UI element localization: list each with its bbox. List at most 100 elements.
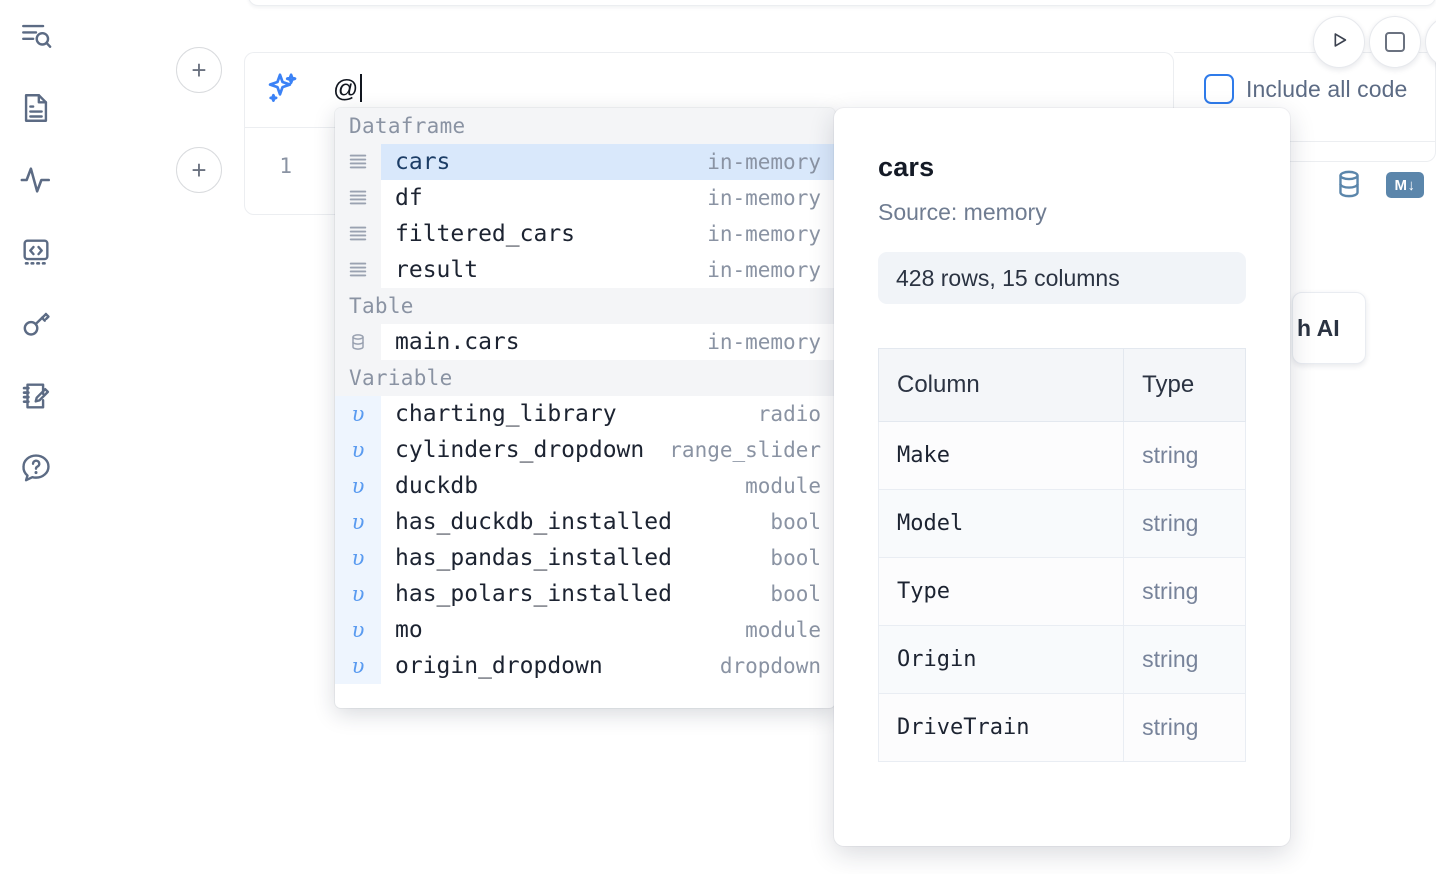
ai-prompt-value: @ — [333, 75, 359, 103]
variable-icon: υ — [335, 432, 381, 468]
include-all-code-control[interactable]: Include all code — [1204, 74, 1407, 104]
add-cell-above-button[interactable]: + — [176, 47, 222, 93]
notebook-pencil-icon — [19, 379, 53, 413]
add-cell-below-button[interactable]: + — [176, 147, 222, 193]
autocomplete-group-header: Dataframe — [335, 108, 835, 144]
left-icon-rail — [0, 0, 72, 874]
table-database-icon — [335, 324, 381, 360]
schema-column-type: string — [1123, 557, 1246, 626]
autocomplete-item-name: cylinders_dropdown — [395, 437, 645, 463]
cell-above-edge — [248, 0, 1436, 6]
variable-icon: υ — [335, 648, 381, 684]
dataframe-icon — [335, 252, 381, 288]
activity-pulse-icon — [19, 163, 53, 197]
dataframe-icon — [335, 144, 381, 180]
sidebar-item-activity[interactable] — [14, 158, 58, 202]
file-explorer-search-icon — [19, 19, 53, 53]
autocomplete-item[interactable]: cars in-memory — [335, 144, 835, 180]
schema-column-name: Model — [877, 489, 1125, 558]
generate-with-ai-label: h AI — [1297, 314, 1340, 341]
variable-icon: υ — [335, 576, 381, 612]
variable-icon: υ — [335, 468, 381, 504]
schema-column-name: Type — [877, 557, 1125, 626]
ai-prompt-input[interactable]: @ — [333, 72, 362, 106]
play-triangle-icon — [1328, 29, 1350, 56]
autocomplete-item-name: origin_dropdown — [395, 653, 603, 679]
autocomplete-item-type: in-memory — [707, 150, 821, 174]
line-number: 1 — [279, 154, 292, 178]
autocomplete-item-type: in-memory — [707, 222, 821, 246]
autocomplete-item[interactable]: main.cars in-memory — [335, 324, 835, 360]
include-all-code-checkbox[interactable] — [1204, 74, 1234, 104]
help-chat-icon — [19, 451, 53, 485]
markdown-badge[interactable]: M↓ — [1386, 172, 1424, 198]
variable-icon: υ — [335, 612, 381, 648]
include-all-code-label: Include all code — [1246, 75, 1408, 102]
variable-icon: υ — [335, 504, 381, 540]
generate-with-ai-button[interactable]: h AI — [1292, 292, 1366, 364]
key-icon — [19, 307, 53, 341]
autocomplete-item-type: in-memory — [707, 186, 821, 210]
autocomplete-item-name: cars — [395, 149, 451, 175]
autocomplete-item-type: radio — [757, 402, 821, 426]
detail-stats-badge: 428 rows, 15 columns — [878, 252, 1246, 304]
cell-toolbar-divider — [1174, 141, 1436, 142]
autocomplete-item-name: charting_library — [395, 401, 617, 427]
schema-column-type: string — [1123, 693, 1246, 762]
schema-column-name: Origin — [877, 625, 1125, 694]
autocomplete-item[interactable]: υ cylinders_dropdown range_slider — [335, 432, 835, 468]
autocomplete-item-type: module — [745, 618, 821, 642]
autocomplete-item-name: has_polars_installed — [395, 581, 672, 607]
autocomplete-item-name: result — [395, 257, 479, 283]
text-cursor — [359, 74, 362, 102]
sidebar-item-secrets[interactable] — [14, 302, 58, 346]
autocomplete-item[interactable]: υ charting_library radio — [335, 396, 835, 432]
stop-button[interactable] — [1369, 16, 1421, 68]
stop-square-icon — [1385, 32, 1405, 52]
completion-detail-panel: cars Source: memory 428 rows, 15 columns… — [834, 108, 1290, 846]
sidebar-item-scratchpad[interactable] — [14, 374, 58, 418]
sidebar-item-help[interactable] — [14, 446, 58, 490]
schema-column-name: Make — [877, 421, 1125, 490]
plus-icon: + — [191, 155, 207, 185]
autocomplete-item-type: range_slider — [669, 438, 821, 462]
run-button[interactable] — [1313, 16, 1365, 68]
variable-icon: υ — [335, 396, 381, 432]
document-icon — [19, 91, 53, 125]
code-brackets-icon — [19, 235, 53, 269]
dataframe-icon — [335, 180, 381, 216]
autocomplete-item-type: module — [745, 474, 821, 498]
autocomplete-group-header: Variable — [335, 360, 835, 396]
schema-column-type: string — [1123, 489, 1246, 558]
sidebar-item-notebook[interactable] — [14, 86, 58, 130]
sidebar-item-snippets[interactable] — [14, 230, 58, 274]
autocomplete-item-name: main.cars — [395, 329, 520, 355]
autocomplete-item[interactable]: υ origin_dropdown dropdown — [335, 648, 835, 684]
sidebar-item-file-explorer[interactable] — [14, 14, 58, 58]
autocomplete-item[interactable]: υ has_polars_installed bool — [335, 576, 835, 612]
autocomplete-item-type: in-memory — [707, 330, 821, 354]
autocomplete-item-name: mo — [395, 617, 423, 643]
detail-source: Source: memory — [878, 199, 1047, 225]
database-icon[interactable] — [1333, 168, 1365, 205]
dataframe-icon — [335, 216, 381, 252]
detail-title: cars — [878, 152, 935, 182]
autocomplete-item-type: bool — [770, 582, 821, 606]
schema-col-header-type: Type — [1123, 348, 1246, 422]
schema-column-name: DriveTrain — [877, 693, 1125, 762]
schema-table-header-row: Column Type — [877, 348, 1246, 422]
autocomplete-item-type: dropdown — [719, 654, 821, 678]
